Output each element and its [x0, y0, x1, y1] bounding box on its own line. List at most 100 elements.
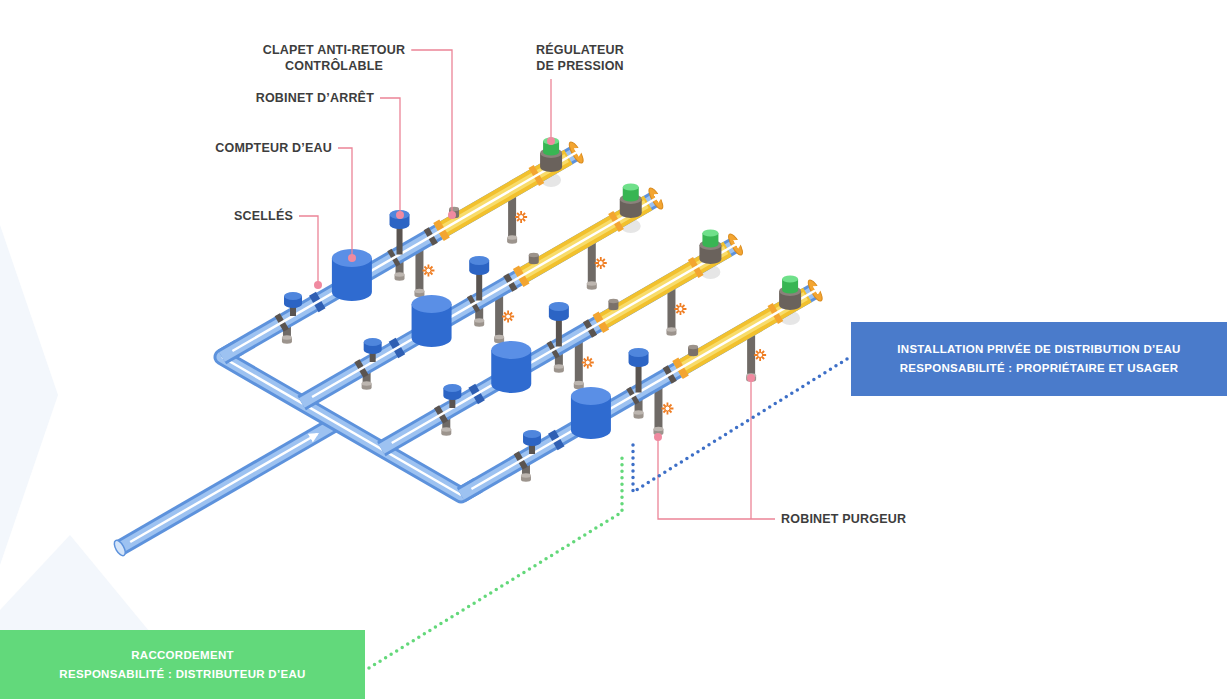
leader-dot: [547, 137, 555, 145]
pipe-body: [120, 423, 337, 548]
valve-hub: [665, 406, 670, 411]
flow-line: [232, 149, 583, 352]
valve-hub: [678, 307, 683, 312]
branch-line: [381, 229, 745, 449]
stem-cap-top: [587, 281, 597, 286]
flow-line: [471, 287, 822, 490]
valve-hub: [519, 215, 524, 220]
part-label: RÉGULATEUR DE PRESSION: [532, 42, 629, 74]
regulator-cap-top: [702, 229, 718, 236]
stem-cap-top: [666, 327, 676, 332]
valve-cap-top: [364, 338, 382, 346]
shutoff-valve-cap-top: [549, 302, 569, 311]
water-meter-top: [412, 295, 452, 313]
stem-cap-top: [362, 381, 372, 386]
flow-line: [312, 195, 663, 398]
shutoff-valve-cap: [549, 302, 569, 321]
leader-dot: [396, 211, 404, 219]
part-label: COMPTEUR D’EAU: [215, 140, 332, 156]
leader-dot: [314, 281, 322, 289]
stem-cap: [746, 373, 756, 382]
valve-handle: [661, 403, 673, 415]
stem-cap-top: [282, 335, 292, 340]
leader-dot: [448, 211, 456, 219]
valve-cap-top: [284, 292, 302, 300]
shutoff-valve-cap: [629, 348, 649, 367]
stem-cap-top: [634, 410, 644, 415]
pipe-opening: [112, 539, 127, 558]
stem-cap-top: [653, 427, 663, 432]
stem-cap-top: [507, 235, 517, 240]
stem-cap-top: [414, 289, 424, 294]
responsibility-box: INSTALLATION PRIVÉE DE DISTRIBUTION D’EA…: [851, 322, 1227, 396]
part-label: CLAPET ANTI-RETOUR CONTRÔLABLE: [246, 42, 422, 74]
valve-cap: [364, 338, 382, 354]
stem-cap: [362, 381, 372, 390]
box-heading: INSTALLATION PRIVÉE DE DISTRIBUTION D’EA…: [897, 340, 1180, 359]
part-label: ROBINET D’ARRÊT: [256, 90, 374, 106]
flow-line: [130, 434, 317, 542]
valve-hub: [598, 261, 603, 266]
box-body: RESPONSABILITÉ : DISTRIBUTEUR D’EAU: [59, 665, 305, 684]
stem-cap: [587, 281, 597, 290]
valve-stem: [636, 363, 642, 393]
stem-cap: [441, 427, 451, 436]
background-shape: [0, 225, 58, 565]
valve-hub: [585, 360, 590, 365]
regulator-cap: [782, 275, 798, 293]
part-label: SCELLÉS: [234, 208, 293, 224]
valve-cap-top: [523, 430, 541, 438]
stem-cap: [554, 364, 564, 373]
branch-line: [461, 275, 825, 495]
valve-handle: [582, 357, 594, 369]
responsibility-leaders: [369, 359, 847, 668]
branch-line: [302, 183, 666, 403]
inlet-pipe: [112, 423, 336, 557]
check-valve-knob-top: [529, 253, 539, 258]
valve-handle: [674, 303, 686, 315]
stem-cap-top: [494, 335, 504, 340]
check-valve-knob-top: [449, 207, 459, 212]
stem-cap-top: [521, 473, 531, 478]
leader-dot: [348, 254, 356, 262]
stem-cap-top: [395, 272, 405, 277]
leader-dot: [654, 433, 662, 441]
valve-handle: [515, 211, 527, 223]
valve-handle: [422, 265, 434, 277]
leader-line: [750, 378, 751, 519]
leader-line: [299, 216, 318, 285]
stem-cap-top: [441, 427, 451, 432]
responsibility-box: RACCORDEMENTRESPONSABILITÉ : DISTRIBUTEU…: [0, 630, 365, 699]
box-heading: RACCORDEMENT: [131, 646, 234, 665]
water-meter: [412, 295, 452, 347]
shutoff-valve-cap-top: [629, 348, 649, 357]
shutoff-valve-cap-top: [469, 256, 489, 265]
leader-line: [338, 148, 352, 258]
valve-cap: [284, 292, 302, 308]
shutoff-valve-cap-top: [390, 210, 410, 219]
part-label: ROBINET PURGEUR: [781, 511, 906, 527]
valve-handle: [595, 257, 607, 269]
regulator-cap-top: [782, 275, 798, 282]
check-valve-knob: [529, 253, 539, 265]
valve-handle: [754, 349, 766, 361]
leader-line: [658, 437, 775, 519]
regulator-cap-top: [543, 137, 559, 144]
dotted-leader: [369, 452, 622, 668]
regulator-cap: [623, 183, 639, 201]
valve-cap-top: [443, 384, 461, 392]
check-valve-knob-top: [608, 299, 618, 304]
background-shapes: [0, 225, 205, 699]
valve-cap: [443, 384, 461, 400]
stem-cap: [395, 272, 405, 281]
check-valve-knob: [688, 345, 698, 357]
shutoff-valve-cap: [469, 256, 489, 275]
flow-line: [392, 241, 743, 444]
regulator-cap-top: [623, 183, 639, 190]
water-meter-top: [571, 387, 611, 405]
stem-cap: [474, 318, 484, 327]
valve-hub: [506, 314, 511, 319]
leader-line: [380, 98, 400, 215]
stem-cap: [507, 235, 517, 244]
